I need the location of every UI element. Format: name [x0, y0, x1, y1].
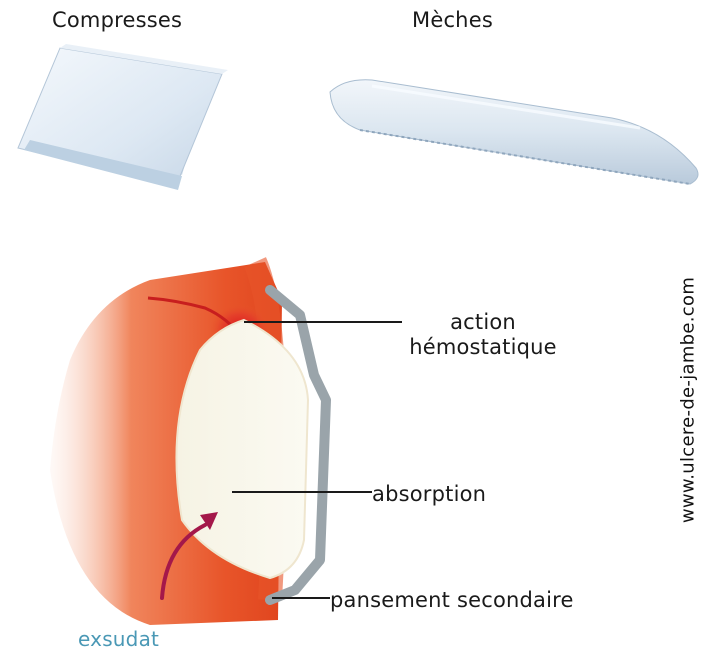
compresses-title: Compresses — [52, 8, 182, 32]
meches-title: Mèches — [412, 8, 493, 32]
meches-illustration — [330, 80, 698, 184]
exsudat-label: exsudat — [78, 627, 159, 651]
absorption-label: absorption — [372, 482, 486, 506]
hemostatic-action-line2: hémostatique — [368, 335, 598, 360]
website-watermark: www.ulcere-de-jambe.com — [678, 277, 699, 523]
hemostatic-action-label: action hémostatique — [368, 310, 598, 360]
compresses-illustration — [18, 44, 228, 190]
secondary-dressing-label: pansement secondaire — [330, 588, 574, 612]
hemostatic-action-line1: action — [368, 310, 598, 335]
